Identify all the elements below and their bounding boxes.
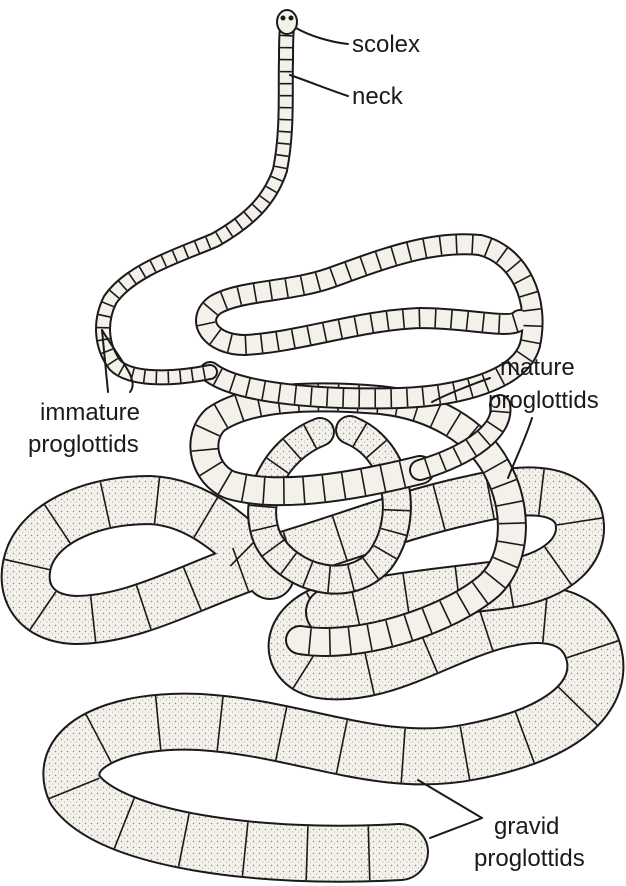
- scolex-leader: [296, 28, 348, 44]
- label-mature-line2: proglottids: [488, 387, 599, 414]
- gravid-leader-a: [418, 780, 482, 818]
- segment-boundary: [435, 309, 436, 327]
- gravid-leader-b: [430, 818, 482, 838]
- neck-leader: [290, 75, 348, 96]
- segment-boundary: [499, 315, 500, 333]
- segment-boundary: [384, 510, 410, 511]
- segment-boundary: [180, 370, 181, 382]
- segment-boundary: [343, 389, 344, 407]
- segment-boundary: [280, 35, 292, 36]
- label-gravid-line2: proglottids: [474, 845, 585, 872]
- segment-boundary: [456, 235, 457, 253]
- scolex-head: [277, 10, 297, 34]
- segment-boundary: [279, 131, 291, 132]
- label-neck: neck: [352, 83, 404, 110]
- segment-boundary: [523, 326, 541, 327]
- segment-boundary: [499, 523, 525, 524]
- segment-boundary: [472, 235, 473, 253]
- segment-boundary: [245, 336, 246, 354]
- segment-boundary: [407, 389, 408, 407]
- label-scolex: scolex: [352, 31, 420, 58]
- label-immature-line2: proglottids: [28, 431, 139, 458]
- segment-fill: [103, 28, 287, 377]
- label-immature-line1: immature: [40, 399, 140, 426]
- label-mature-line1: mature: [500, 354, 575, 381]
- segment-boundary: [327, 388, 328, 406]
- label-gravid-line1: gravid: [494, 813, 559, 840]
- segment-boundary: [330, 629, 331, 655]
